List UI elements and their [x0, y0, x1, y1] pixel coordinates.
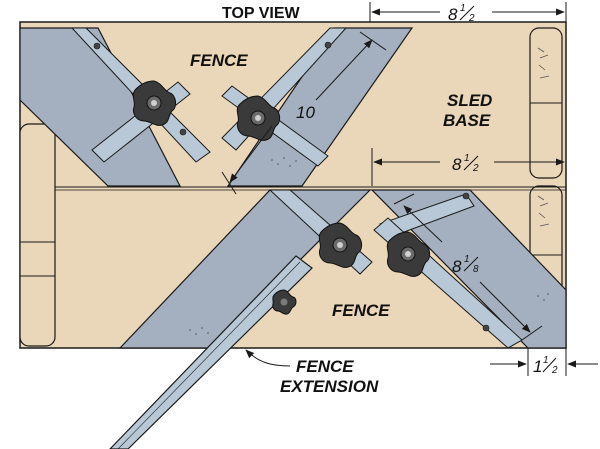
dim-offset-den: 2 [551, 365, 558, 376]
label-fence-extension-2: EXTENSION [280, 377, 379, 396]
dim-offset-num: 1 [543, 355, 549, 366]
dim-top-width-whole: 8 [448, 5, 458, 24]
diagram-title: TOP VIEW [222, 5, 301, 22]
dim-fence-length-value: 10 [296, 103, 315, 122]
fence-extension [109, 255, 313, 449]
dim-offset-whole: 1 [533, 357, 542, 376]
dim-top-width: 8 1 2 [369, 2, 567, 24]
dim-right-width: 8 1 2 [371, 148, 565, 186]
label-sled: SLED [447, 91, 492, 110]
knob-lower-left [318, 222, 363, 268]
label-fence-top: FENCE [190, 51, 248, 70]
dim-lower-fence-den: 8 [473, 264, 479, 275]
dim-top-width-num: 1 [460, 3, 466, 14]
dim-lower-fence-num: 1 [464, 254, 470, 265]
dim-right-width-den: 2 [472, 163, 479, 174]
label-fence-extension-1: FENCE [296, 357, 354, 376]
dim-right-width-whole: 8 [452, 155, 462, 174]
dim-lower-fence: 8 1 8 [393, 193, 543, 341]
label-fence-bottom: FENCE [332, 301, 390, 320]
dim-fence-length: 10 [221, 31, 387, 195]
dim-top-width-den: 2 [468, 13, 475, 24]
left-runner [19, 123, 56, 347]
fence-extension-leader [245, 349, 291, 367]
label-base: BASE [443, 111, 491, 130]
knob-upper-left [132, 80, 177, 126]
dim-right-width-num: 1 [464, 153, 470, 164]
dim-lower-fence-whole: 8 [452, 257, 462, 276]
stipple [189, 157, 549, 335]
knob-extension [272, 289, 297, 315]
screws [93, 41, 490, 332]
knob-lower-right [386, 231, 431, 277]
dim-offset: 1 1 2 [490, 348, 598, 376]
